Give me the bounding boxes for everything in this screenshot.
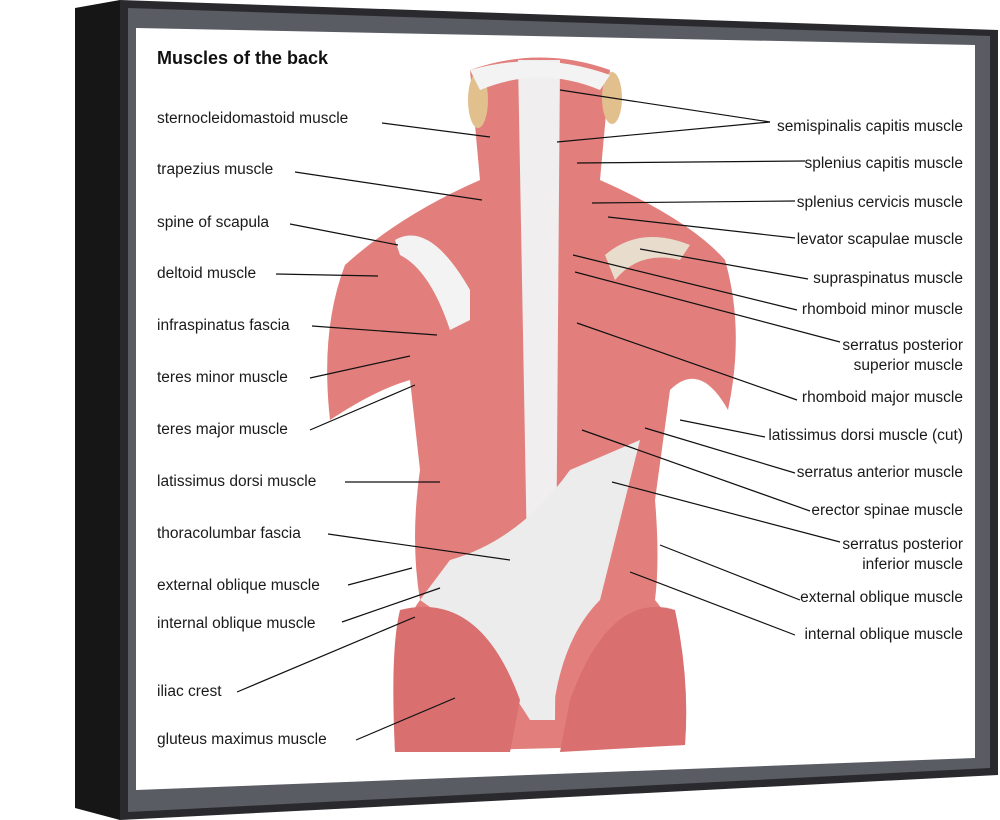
- label-teres-minor: teres minor muscle: [157, 369, 288, 386]
- label-latissimus-dorsi: latissimus dorsi muscle: [157, 473, 317, 490]
- label-gluteus-maximus: gluteus maximus muscle: [157, 731, 327, 748]
- label-erector-spinae: erector spinae muscle: [811, 502, 963, 519]
- label-sternocleidomastoid: sternocleidomastoid muscle: [157, 110, 349, 127]
- label-splenius-cervicis: splenius cervicis muscle: [796, 194, 963, 211]
- label-internal-oblique-left: internal oblique muscle: [157, 615, 316, 632]
- label-trapezius: trapezius muscle: [157, 161, 274, 178]
- label-deltoid: deltoid muscle: [157, 265, 257, 282]
- label-serratus-posterior-superior-1: serratus posterior: [842, 337, 963, 354]
- label-iliac-crest: iliac crest: [157, 683, 222, 700]
- label-teres-major: teres major muscle: [157, 421, 288, 438]
- label-rhomboid-minor: rhomboid minor muscle: [801, 301, 963, 318]
- label-semispinalis-capitis: semispinalis capitis muscle: [776, 118, 963, 135]
- diagram-title: Muscles of the back: [157, 48, 329, 68]
- label-spine-of-scapula: spine of scapula: [157, 214, 270, 231]
- label-serratus-posterior-superior-2: superior muscle: [853, 357, 963, 374]
- label-latissimus-dorsi-cut: latissimus dorsi muscle (cut): [768, 427, 963, 444]
- label-splenius-capitis: splenius capitis muscle: [804, 155, 963, 172]
- label-supraspinatus: supraspinatus muscle: [813, 270, 963, 287]
- label-rhomboid-major: rhomboid major muscle: [801, 389, 963, 406]
- label-internal-oblique-right: internal oblique muscle: [804, 626, 963, 643]
- body-figure: [327, 57, 736, 752]
- label-thoracolumbar-fascia: thoracolumbar fascia: [157, 525, 301, 542]
- label-serratus-posterior-inferior-2: inferior muscle: [862, 556, 963, 573]
- label-external-oblique-right: external oblique muscle: [800, 589, 963, 606]
- label-serratus-anterior: serratus anterior muscle: [796, 464, 963, 481]
- label-serratus-posterior-inferior-1: serratus posterior: [842, 536, 963, 553]
- label-external-oblique-left: external oblique muscle: [157, 577, 320, 594]
- leader-lines: [236, 89, 841, 741]
- label-levator-scapulae: levator scapulae muscle: [796, 231, 963, 248]
- label-infraspinatus-fascia: infraspinatus fascia: [157, 317, 290, 334]
